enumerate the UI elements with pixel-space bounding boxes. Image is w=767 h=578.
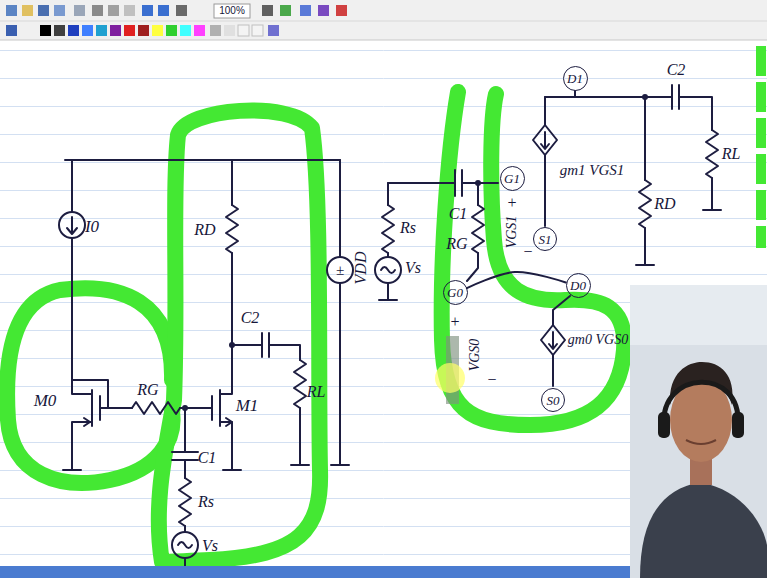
highlight-strip <box>756 46 766 248</box>
voltage-name: VGS1 <box>505 216 519 249</box>
resistor-name: RL <box>307 384 326 400</box>
polarity-mark: − <box>487 372 498 388</box>
terminal-name: S0 <box>547 394 560 407</box>
source-name: Vs <box>202 538 218 554</box>
wire <box>467 272 566 288</box>
junction-dot <box>182 342 235 411</box>
polarity-mark: ± <box>336 263 344 278</box>
terminal-circle: S1 <box>533 227 557 251</box>
polarity-mark: + <box>450 314 461 330</box>
resistor-name: RD <box>194 222 215 238</box>
supply-name: VDD <box>353 252 369 285</box>
resistor-name: RD <box>654 196 675 212</box>
capacitor-name: C1 <box>449 206 468 222</box>
terminal-name: S1 <box>539 233 552 246</box>
resistor-name: Rs <box>400 220 416 236</box>
pointer-glow <box>435 363 465 393</box>
capacitor-name: C2 <box>667 62 686 78</box>
junction-dot <box>475 94 648 186</box>
dependent-source-value: gm0 VGS0 <box>568 333 628 347</box>
source-name: I0 <box>85 218 99 235</box>
terminal-circle: G1 <box>500 166 525 191</box>
capacitor-name: C1 <box>198 450 217 466</box>
highlighter-stroke <box>7 92 624 562</box>
polarity-mark: − <box>523 244 534 260</box>
resistor-name: RG <box>137 382 158 398</box>
terminal-circle: S0 <box>541 388 565 412</box>
resistor-name: RL <box>722 146 741 162</box>
capacitor-name: C2 <box>241 310 260 326</box>
resistor-name: RG <box>446 236 467 252</box>
resistor-name: Rs <box>198 494 214 510</box>
terminal-name: D1 <box>567 72 583 85</box>
terminal-circle: D1 <box>563 66 588 91</box>
amplifier-schematic <box>59 160 353 566</box>
transistor-name: M1 <box>236 397 259 414</box>
terminal-name: D0 <box>570 279 586 292</box>
zoom-level: 100% <box>219 6 245 16</box>
terminal-circle: D0 <box>566 273 591 298</box>
terminal-name: G1 <box>504 172 520 185</box>
webcam-inset <box>630 285 767 578</box>
dependent-source-value: gm1 VGS1 <box>560 163 625 178</box>
terminal-name: G0 <box>447 286 463 299</box>
transistor-name: M0 <box>34 392 57 409</box>
polarity-mark: + <box>507 195 518 211</box>
source-name: Vs <box>405 260 421 276</box>
terminal-circle: G0 <box>443 280 468 305</box>
voltage-name: VGS0 <box>468 339 482 372</box>
toolbar <box>0 0 767 40</box>
